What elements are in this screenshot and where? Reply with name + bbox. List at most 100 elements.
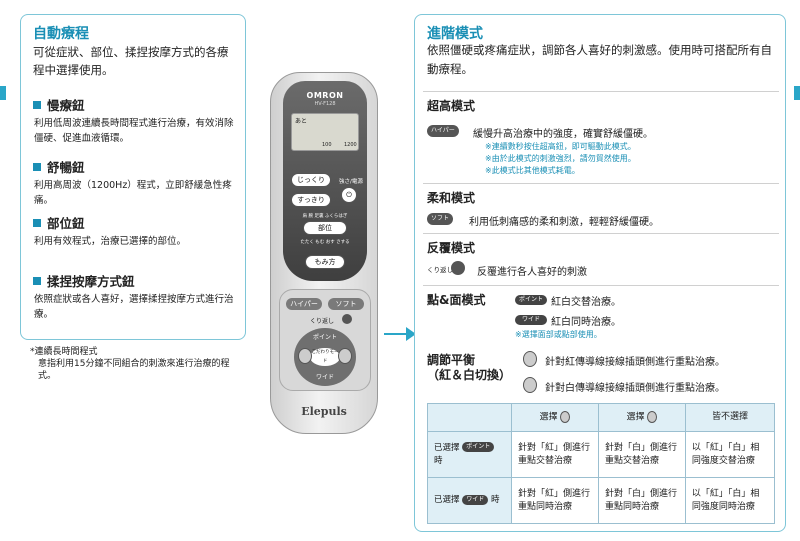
parts-top-labels: 肩 腕 足裏 ふくらはぎ: [302, 214, 348, 219]
table-cell: 針對「白」側進行重點交替治療: [597, 431, 686, 478]
point-icon: ポイント: [515, 295, 547, 305]
momikata-button[interactable]: もみ方: [305, 255, 345, 269]
remote-control: OMRON HV-F128 あと 100 1200 じっくり すっきり 強さ/電…: [270, 72, 378, 434]
advanced-mode-title: 進階模式: [427, 26, 483, 42]
repeat-icon: [451, 261, 465, 275]
hyper-mode-title: 超高模式: [427, 99, 476, 113]
strength-label: 強さ/電源: [339, 179, 363, 185]
hyper-note-1: ※連續數秒按住超高鈕，即可驅動此模式。: [485, 142, 636, 151]
repeat-button[interactable]: [342, 314, 352, 324]
soft-icon: ソフト: [427, 213, 454, 225]
feature-massage: 揉捏按摩方式鈕 依照症狀或各人喜好，選擇揉捏按摩方式進行治療。: [33, 271, 238, 322]
remote-bottom-section: ハイパー ソフト くり返し ポイント こだわりモード ワイド: [279, 289, 371, 391]
point-wide-note: ※選擇面部或點部使用。: [515, 330, 602, 339]
kodawari-button[interactable]: こだわりモード: [310, 348, 340, 366]
red-side-icon: [560, 410, 571, 423]
feature-part: 部位鈕 利用有效程式，治療已選擇的部位。: [33, 213, 238, 249]
bullet-square-icon: [33, 100, 41, 109]
jikkuri-button[interactable]: じっくり: [291, 173, 331, 187]
white-side-icon: [523, 377, 537, 393]
power-button[interactable]: ⏻: [341, 187, 357, 203]
point-button[interactable]: ポイント: [312, 334, 337, 341]
soft-button[interactable]: ソフト: [328, 298, 364, 310]
auto-program-title: 自動療程: [33, 26, 89, 42]
repeat-mode-title: 反覆模式: [427, 241, 476, 255]
lcd-100: 100: [322, 142, 332, 148]
table-cell: 針對「白」側進行重點同時治療: [597, 477, 686, 524]
left-edge-tab: [0, 86, 6, 100]
table-header-none: 皆不選擇: [684, 403, 776, 432]
white-balance-icon[interactable]: [338, 348, 352, 364]
right-edge-tab: [794, 86, 800, 100]
remote-top-section: OMRON HV-F128 あと 100 1200 じっくり すっきり 強さ/電…: [283, 81, 367, 281]
table-corner: [427, 403, 512, 432]
feature-relief: 舒暢鈕 利用高周波（1200Hz）程式，立即舒緩急性疼痛。: [33, 157, 238, 208]
repeat-mode-desc: 反覆進行各人喜好的刺激: [477, 267, 587, 278]
divider: [423, 233, 779, 234]
hyper-note-3: ※此模式比其他模式耗電。: [485, 166, 580, 175]
table-cell: 針對「紅」側進行重點同時治療: [511, 477, 599, 524]
wide-desc: 紅白同時治療。: [551, 317, 621, 328]
table-row-label: 已選擇 ワイド 時: [427, 477, 512, 524]
hyper-button[interactable]: ハイパー: [286, 298, 322, 310]
soft-mode-desc: 利用低刺痛感的柔和刺激，輕輕舒緩僵硬。: [469, 217, 659, 228]
hyper-note-2: ※由於此模式的刺激強烈，請勿貿然使用。: [485, 154, 636, 163]
feature-massage-desc: 依照症狀或各人喜好，選擇揉捏按摩方式進行治療。: [34, 294, 234, 320]
lcd-label: あと: [295, 118, 308, 125]
soft-mode-title: 柔和模式: [427, 191, 476, 205]
elepuls-logo: Elepuls: [301, 405, 347, 418]
lcd-display: あと 100 1200: [291, 113, 359, 151]
hyper-icon: ハイパー: [427, 125, 459, 137]
advanced-mode-panel: 進階模式 依照僵硬或疼痛症狀，調節各人喜好的刺激感。使用時可搭配所有自動療程。 …: [414, 14, 786, 532]
advanced-mode-desc: 依照僵硬或疼痛症狀，調節各人喜好的刺激感。使用時可搭配所有自動療程。: [427, 43, 772, 76]
red-side-desc: 針對紅傳導線接線插頭側進行重點治療。: [545, 357, 725, 368]
table-cell: 以「紅」「白」相同強度交替治療: [684, 431, 776, 478]
sukkiri-button[interactable]: すっきり: [291, 193, 331, 207]
red-balance-icon[interactable]: [298, 348, 312, 364]
table-header-row: 選擇 選擇 皆不選擇: [427, 403, 776, 432]
feature-relief-desc: 利用高周波（1200Hz）程式，立即舒緩急性疼痛。: [34, 180, 232, 206]
table-header-red: 選擇: [511, 403, 599, 432]
divider: [423, 285, 779, 286]
table-header-white: 選擇: [597, 403, 686, 432]
white-side-desc: 針對白傳導線接線插頭側進行重點治療。: [545, 383, 725, 394]
wide-icon: ワイド: [462, 494, 489, 505]
arrow-right-icon: [406, 327, 416, 341]
parts-bottom-labels: たたく もむ おす さする: [300, 240, 350, 245]
wide-button[interactable]: ワイド: [315, 374, 334, 381]
point-icon: ポイント: [462, 442, 495, 452]
feature-slow: 慢療鈕 利用低周波連續長時間程式進行治療，有效消除僵硬、促進血液循環。: [33, 95, 238, 146]
feature-relief-title: 舒暢鈕: [47, 160, 85, 175]
balance-title-1: 調節平衡: [427, 353, 476, 367]
table-row: 已選擇 ポイント 時 針對「紅」側進行重點交替治療 針對「白」側進行重點交替治療…: [427, 431, 776, 478]
auto-program-desc: 可從症狀、部位、揉捏按摩方式的各療程中選擇使用。: [33, 45, 229, 77]
feature-part-desc: 利用有效程式，治療已選擇的部位。: [34, 236, 187, 247]
wide-icon: ワイド: [515, 315, 547, 325]
bullet-square-icon: [33, 218, 41, 227]
arrow-line: [384, 333, 412, 335]
footnote: *連續長時間程式 意指利用15分鐘不同組合的刺激來進行治療的程式。: [30, 346, 240, 382]
footnote-title: *連續長時間程式: [30, 347, 98, 357]
brand-logo: OMRON: [306, 91, 344, 100]
table-row-label: 已選擇 ポイント 時: [427, 431, 512, 478]
feature-slow-title: 慢療鈕: [47, 98, 85, 113]
table-cell: 以「紅」「白」相同強度同時治療: [684, 477, 776, 524]
white-side-icon: [647, 410, 658, 423]
feature-slow-desc: 利用低周波連續長時間程式進行治療，有效消除僵硬、促進血液循環。: [34, 118, 234, 144]
point-desc: 紅白交替治療。: [551, 297, 621, 308]
model-label: HV-F128: [314, 101, 336, 107]
balance-title-2: （紅＆白切換）: [427, 368, 512, 382]
footnote-desc: 意指利用15分鐘不同組合的刺激來進行治療的程式。: [38, 359, 230, 381]
parts-button[interactable]: 部位: [303, 221, 347, 235]
hyper-mode-desc: 緩慢升高治療中的強度，確實舒緩僵硬。: [473, 129, 653, 140]
table-row: 已選擇 ワイド 時 針對「紅」側進行重點同時治療 針對「白」側進行重點同時治療 …: [427, 477, 776, 524]
point-wide-title: 點&面模式: [427, 293, 486, 307]
balance-table: 選擇 選擇 皆不選擇 已選擇 ポイント 時 針對「紅」側進行重點交替治療 針對「…: [427, 403, 776, 524]
repeat-label: くり返し: [310, 318, 335, 325]
repeat-icon-label: くり返し: [427, 266, 453, 274]
bullet-square-icon: [33, 162, 41, 171]
bullet-square-icon: [33, 276, 41, 285]
divider: [423, 91, 779, 92]
divider: [423, 183, 779, 184]
red-side-icon: [523, 351, 537, 367]
